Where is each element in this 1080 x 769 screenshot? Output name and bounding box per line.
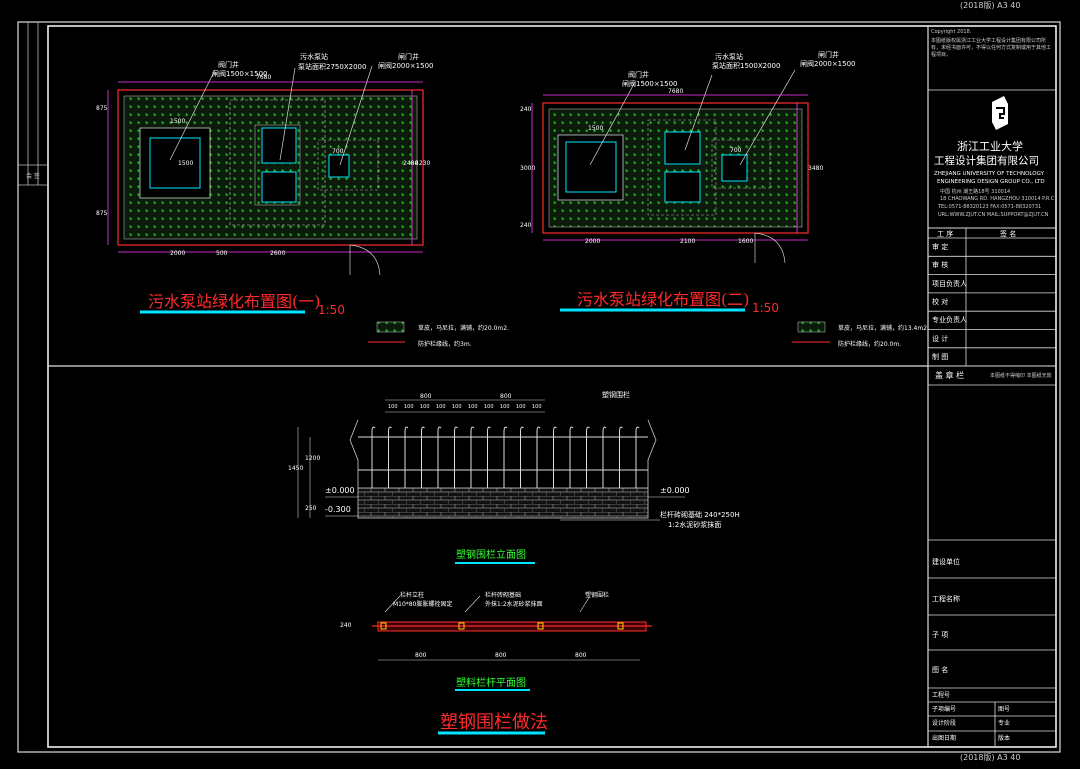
fence-picket — [553, 426, 557, 488]
side-stamp: 会 签 — [26, 172, 40, 180]
fence-picket — [503, 426, 508, 488]
fence-picket — [586, 426, 590, 488]
fence-picket — [404, 426, 409, 488]
fence-picket — [635, 426, 640, 488]
fence-picket — [602, 426, 607, 488]
plan-2 — [531, 69, 830, 343]
fence-picket — [437, 426, 442, 488]
outer-frame — [17, 21, 1061, 753]
company-logo-icon — [992, 96, 1008, 130]
inner-frame — [47, 25, 1057, 748]
fence-picket — [536, 426, 541, 488]
fence-picket — [388, 426, 392, 488]
fence-picket — [454, 426, 458, 488]
fence-picket — [421, 426, 425, 488]
fence-picket — [487, 426, 491, 488]
fence-picket — [470, 426, 475, 488]
fence-picket — [619, 426, 623, 488]
plan-1 — [107, 65, 424, 343]
fence-plan — [372, 595, 652, 735]
fence-picket — [371, 426, 376, 488]
fence-elevation — [297, 399, 685, 564]
fence-picket — [569, 426, 574, 488]
fence-picket — [520, 426, 524, 488]
title-block — [928, 89, 1056, 747]
